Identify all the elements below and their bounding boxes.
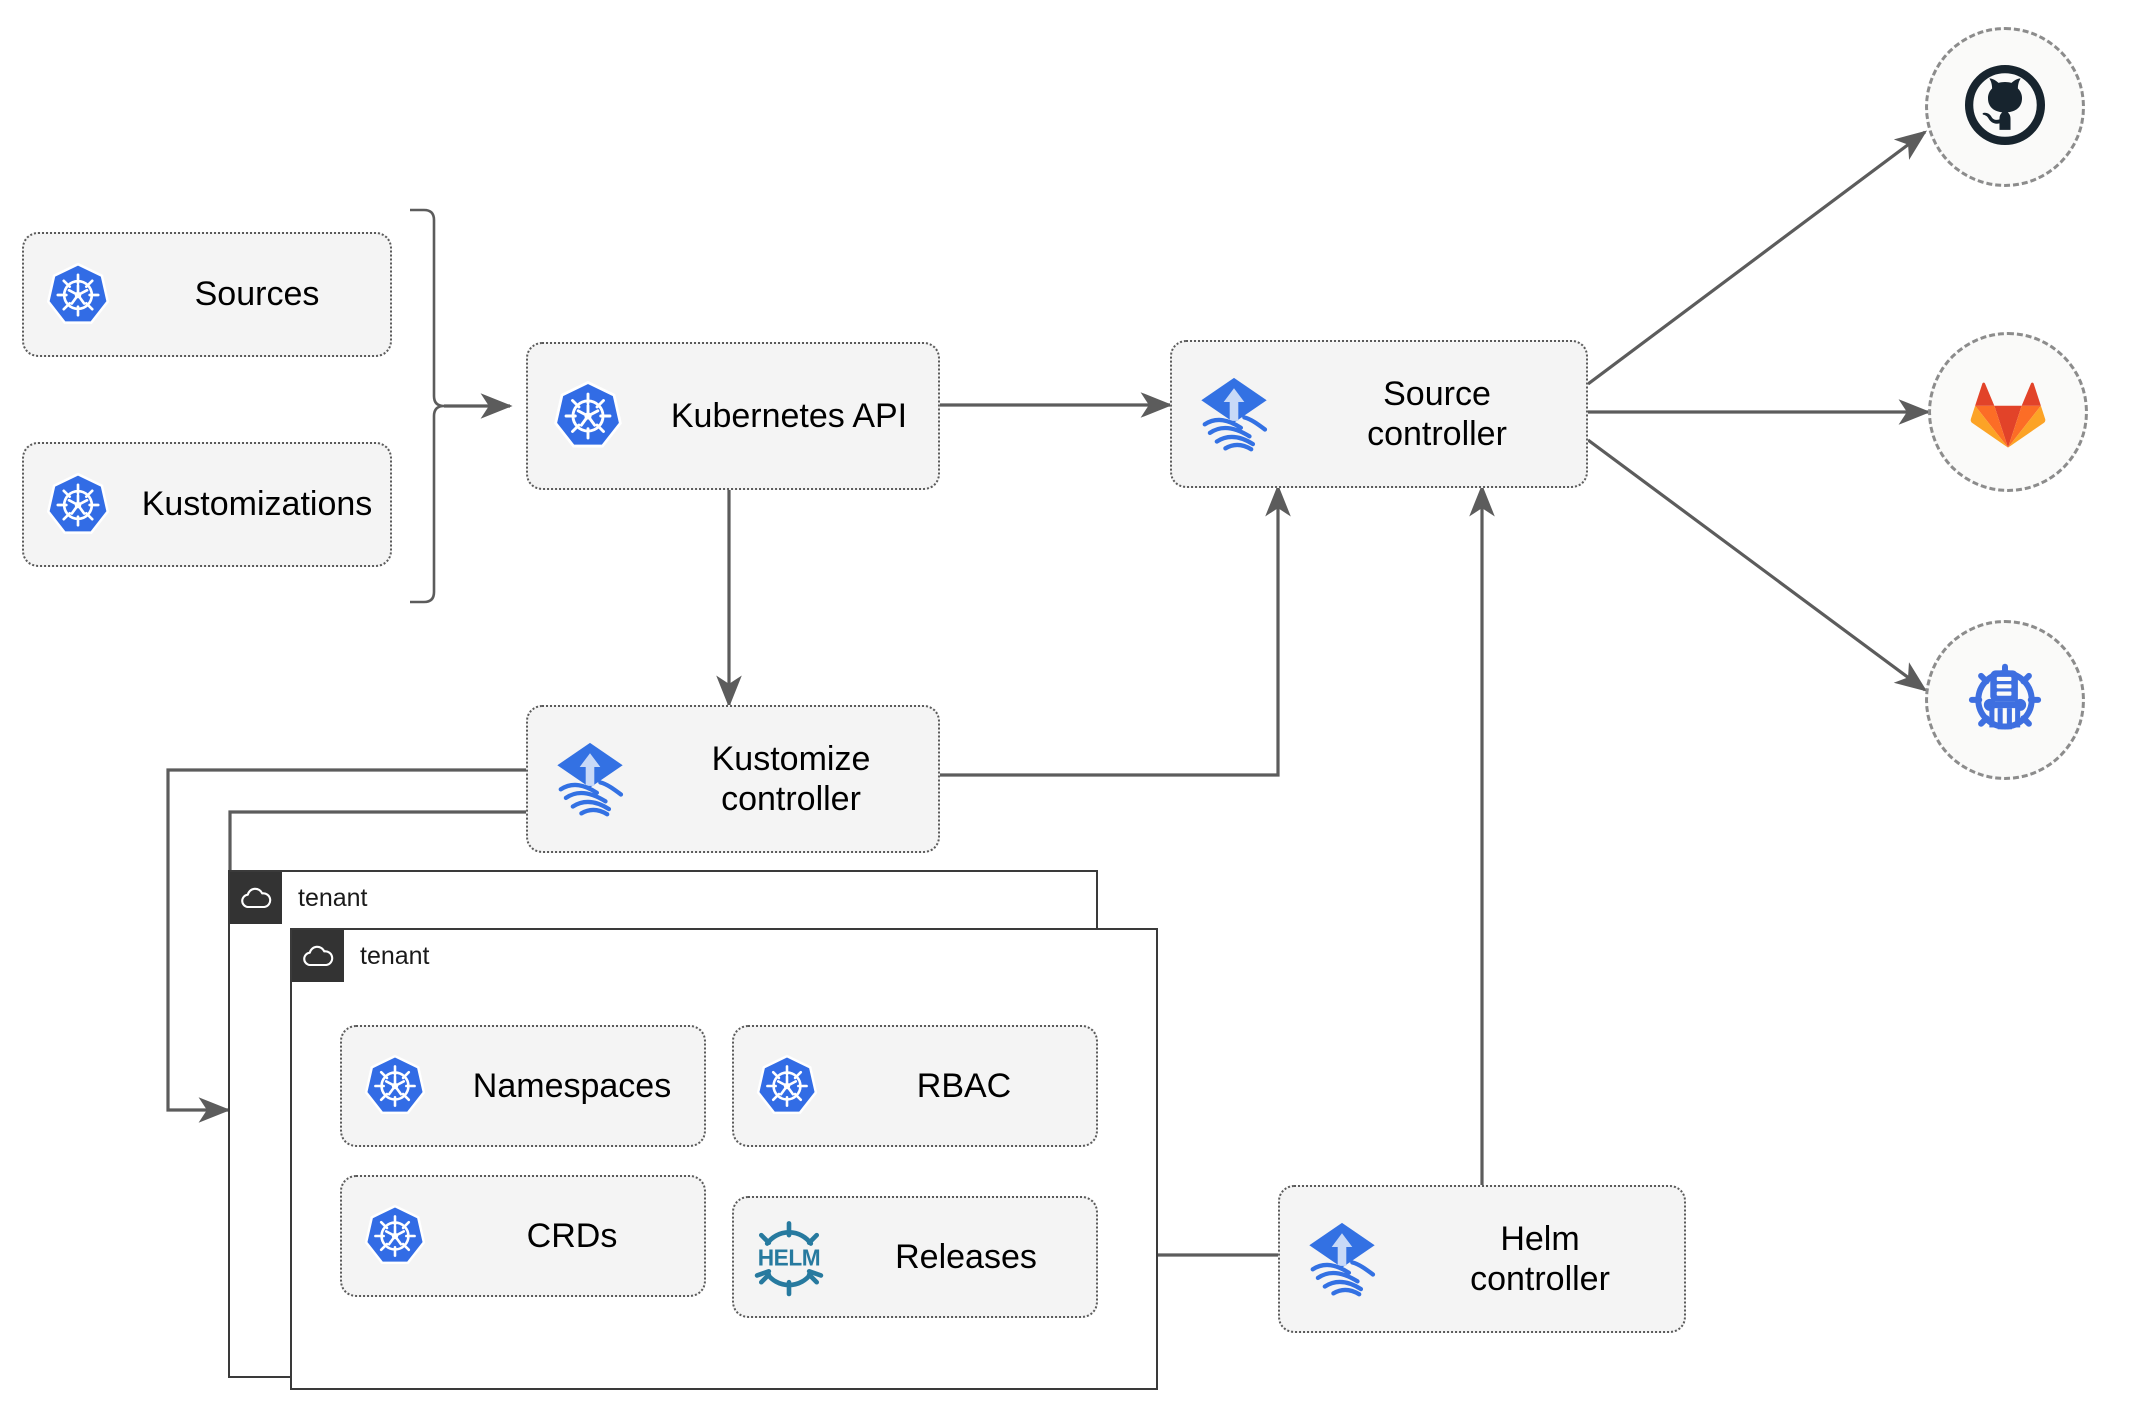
node-kustomize-controller[interactable]: Kustomize controller [526, 705, 940, 853]
tenant-title: tenant [298, 883, 368, 912]
kubernetes-icon [24, 261, 132, 329]
flux-icon [528, 736, 652, 822]
flux-icon [1280, 1216, 1404, 1302]
node-label: Namespaces [472, 1066, 672, 1105]
node-helm-controller[interactable]: Helm controller [1278, 1185, 1686, 1333]
node-label: Kustomize controller [711, 739, 871, 818]
gitlab-icon [1965, 369, 2051, 456]
edge-source-to-helm-repository [1587, 438, 1928, 692]
node-source-controller[interactable]: Source controller [1170, 340, 1588, 488]
endpoint-github[interactable] [1925, 27, 2085, 187]
helm-repository-icon [1959, 652, 2051, 749]
tenant-card-front[interactable]: tenant [290, 928, 1158, 1390]
cloud-icon [230, 872, 282, 924]
node-kustomizations[interactable]: Kustomizations [22, 442, 392, 567]
node-label: RBAC [916, 1066, 1012, 1105]
kubernetes-icon [528, 379, 648, 453]
node-kubernetes-api[interactable]: Kubernetes API [526, 342, 940, 490]
node-label: Releases [895, 1237, 1037, 1276]
helm-icon: HELM [734, 1215, 844, 1299]
node-crds[interactable]: CRDs [340, 1175, 706, 1297]
endpoint-helm-repository[interactable] [1925, 620, 2085, 780]
tenant-title: tenant [360, 941, 430, 970]
edge-source-to-github [1587, 130, 1928, 386]
node-label: Sources [194, 275, 320, 314]
node-releases[interactable]: HELM Releases [732, 1196, 1098, 1318]
tenant-header: tenant [292, 930, 430, 982]
node-label: CRDs [526, 1216, 618, 1255]
cloud-icon [292, 930, 344, 982]
node-label: Kustomizations [141, 485, 373, 524]
kubernetes-icon [342, 1203, 448, 1269]
flux-icon [1172, 371, 1296, 457]
node-rbac[interactable]: RBAC [732, 1025, 1098, 1147]
endpoint-gitlab[interactable] [1928, 332, 2088, 492]
node-sources[interactable]: Sources [22, 232, 392, 357]
kubernetes-icon [734, 1053, 840, 1119]
svg-text:HELM: HELM [758, 1244, 821, 1270]
node-label: Helm controller [1470, 1219, 1610, 1298]
kubernetes-icon [342, 1053, 448, 1119]
tenant-header: tenant [230, 872, 368, 924]
kubernetes-icon [24, 471, 132, 539]
node-label: Source controller [1367, 374, 1507, 453]
node-label: Kubernetes API [670, 396, 908, 435]
node-namespaces[interactable]: Namespaces [340, 1025, 706, 1147]
edge-group-bracket [410, 208, 445, 604]
edge-kustomize-to-source-controller [940, 484, 1291, 777]
github-icon [1959, 59, 2051, 156]
